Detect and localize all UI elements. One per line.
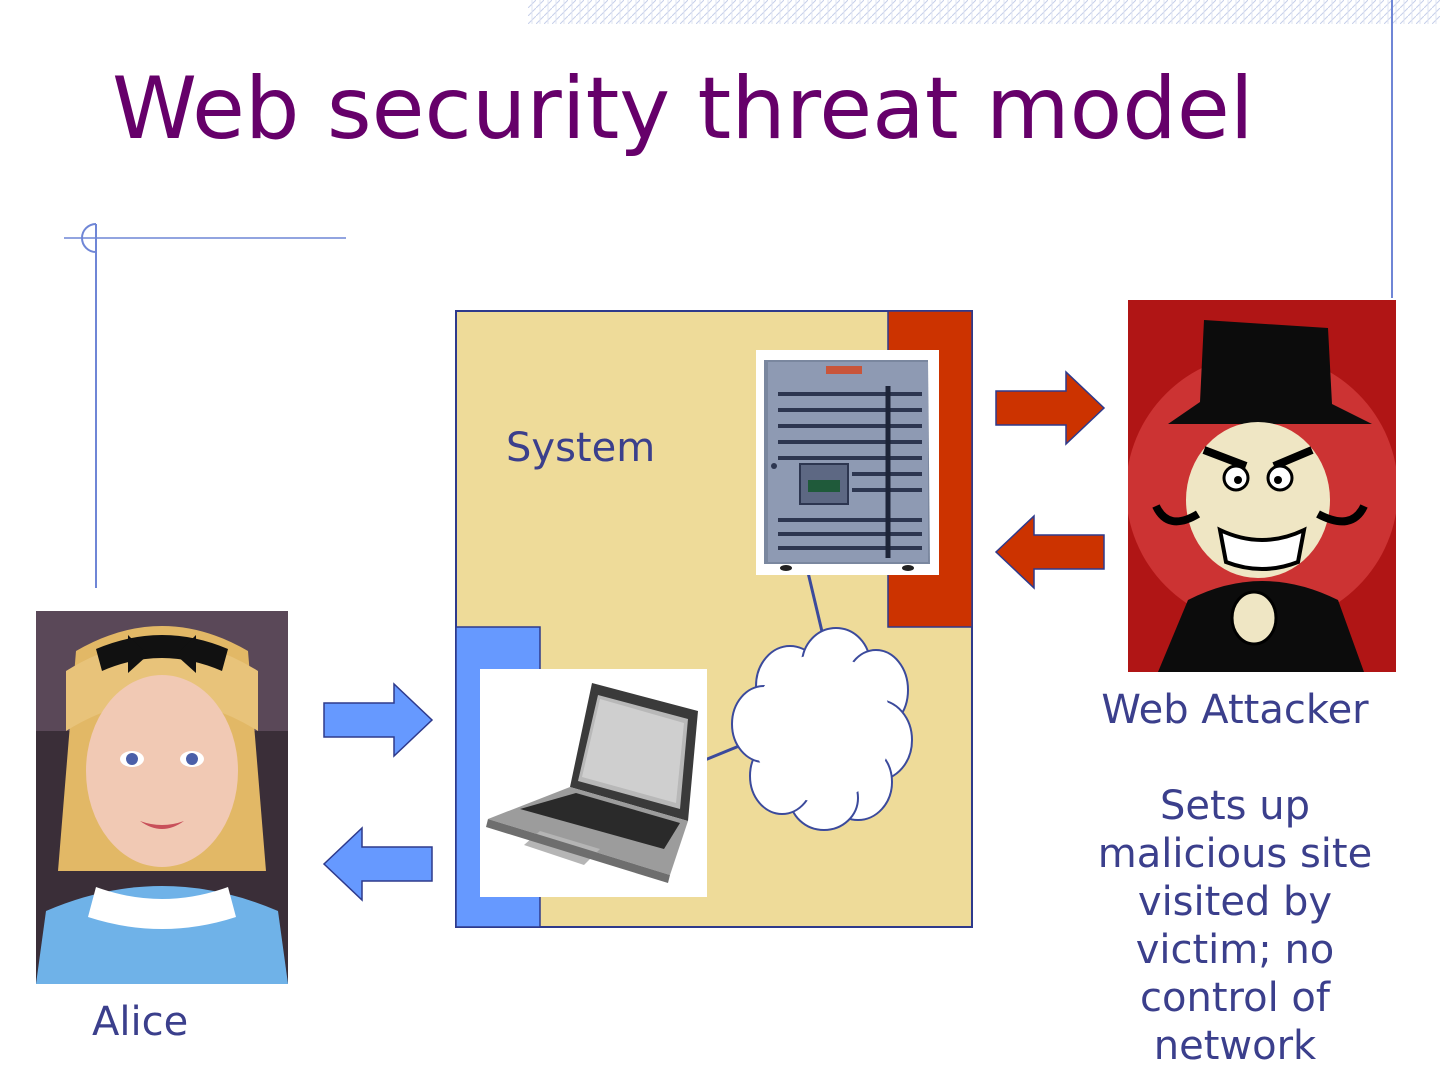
network-cloud-icon bbox=[731, 627, 913, 831]
header-pattern bbox=[528, 0, 1440, 24]
attacker-response-arrow bbox=[994, 514, 1105, 590]
web-attacker-picture bbox=[1128, 300, 1396, 672]
alice-photo bbox=[36, 611, 288, 984]
system-label: System bbox=[506, 425, 656, 471]
attacker-request-arrow bbox=[995, 370, 1106, 446]
laptop-icon bbox=[480, 669, 707, 897]
slide-title: Web security threat model bbox=[112, 59, 1254, 159]
server-icon bbox=[756, 350, 939, 575]
alice-request-arrow bbox=[323, 682, 434, 758]
alice-response-arrow bbox=[322, 826, 433, 902]
web-attacker-description: Sets up malicious site visited by victim… bbox=[1097, 783, 1373, 1069]
web-attacker-label: Web Attacker bbox=[1101, 687, 1369, 733]
alice-label: Alice bbox=[92, 999, 189, 1045]
